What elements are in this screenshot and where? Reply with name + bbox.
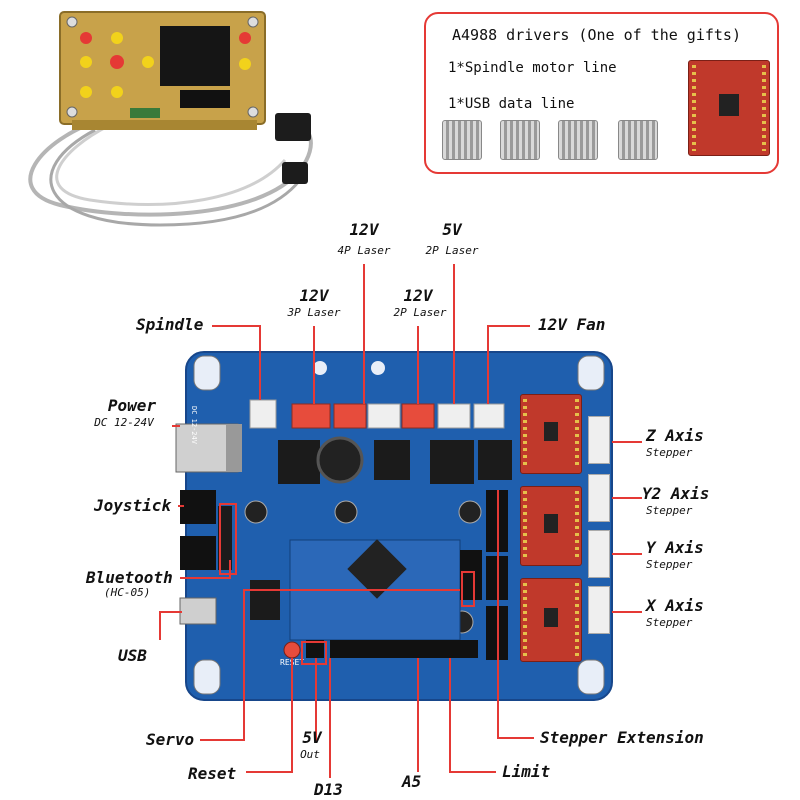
- label-2p-laser-5v: 2P Laser: [425, 244, 479, 257]
- leader-spindle: [212, 325, 261, 400]
- label-y2-axis: Y2 Axis: [642, 484, 710, 503]
- label-4p-laser: 4P Laser: [337, 244, 391, 257]
- leader-bluetooth: [180, 560, 231, 579]
- stepper-connector-x: [588, 586, 610, 634]
- leader-stepper-ext: [497, 490, 534, 739]
- gift-title: A4988 drivers (One of the gifts): [452, 26, 741, 44]
- leader-servo: [200, 589, 460, 741]
- stepper-connector-y2: [588, 474, 610, 522]
- label-a5: A5: [402, 772, 422, 791]
- heatsink: [618, 120, 658, 160]
- label-2p-laser-12v-voltage: 12V: [403, 286, 433, 305]
- label-y-axis: Y Axis: [646, 538, 704, 557]
- stepper-driver-x: [520, 578, 582, 662]
- label-reset: Reset: [188, 764, 237, 783]
- label-z-axis: Z Axis: [646, 426, 704, 445]
- label-d13: D13: [314, 780, 343, 799]
- label-fan: 12V Fan: [538, 315, 606, 334]
- stepper-connector-z: [588, 416, 610, 464]
- leader-limit: [449, 658, 496, 773]
- label-y-stepper: Stepper: [646, 558, 693, 571]
- cable-connector: [282, 162, 308, 184]
- label-y2-stepper: Stepper: [646, 504, 693, 517]
- label-5v-out: 5V: [302, 728, 322, 747]
- leader-usb: [159, 611, 182, 640]
- label-power-range: DC 12-24V: [94, 416, 154, 429]
- gift-line-spindle: 1*Spindle motor line: [448, 60, 617, 76]
- label-3p-laser-voltage: 12V: [299, 286, 329, 305]
- label-servo: Servo: [146, 730, 195, 749]
- label-stepper-extension: Stepper Extension: [540, 728, 704, 747]
- label-power: Power: [107, 396, 157, 415]
- label-spindle: Spindle: [136, 315, 204, 334]
- a4988-driver: [688, 60, 770, 156]
- label-limit: Limit: [502, 762, 551, 781]
- cable-connector: [275, 113, 311, 141]
- label-2p-laser-5v-voltage: 5V: [442, 220, 462, 239]
- heatsink: [442, 120, 482, 160]
- label-bluetooth: Bluetooth: [86, 568, 173, 587]
- stepper-driver-z: [520, 394, 582, 474]
- leader-fan: [487, 325, 530, 404]
- stepper-connector-y: [588, 530, 610, 578]
- heatsink: [500, 120, 540, 160]
- leader-reset: [246, 658, 293, 773]
- label-2p-laser-12v: 2P Laser: [393, 306, 447, 319]
- label-3p-laser: 3P Laser: [287, 306, 341, 319]
- gift-line-usb: 1*USB data line: [448, 96, 575, 112]
- gift-box: A4988 drivers (One of the gifts) 1*Spind…: [424, 12, 779, 174]
- label-joystick: Joystick: [94, 496, 172, 515]
- ribbon-cable: [28, 118, 313, 217]
- label-z-stepper: Stepper: [646, 446, 693, 459]
- heatsink: [558, 120, 598, 160]
- stepper-driver-y2: [520, 486, 582, 566]
- label-bluetooth-module: (HC-05): [104, 586, 151, 599]
- label-x-axis: X Axis: [646, 596, 704, 615]
- label-5v-out-sub: Out: [300, 748, 320, 761]
- label-usb: USB: [118, 646, 147, 665]
- label-4p-laser-voltage: 12V: [349, 220, 379, 239]
- label-x-stepper: Stepper: [646, 616, 693, 629]
